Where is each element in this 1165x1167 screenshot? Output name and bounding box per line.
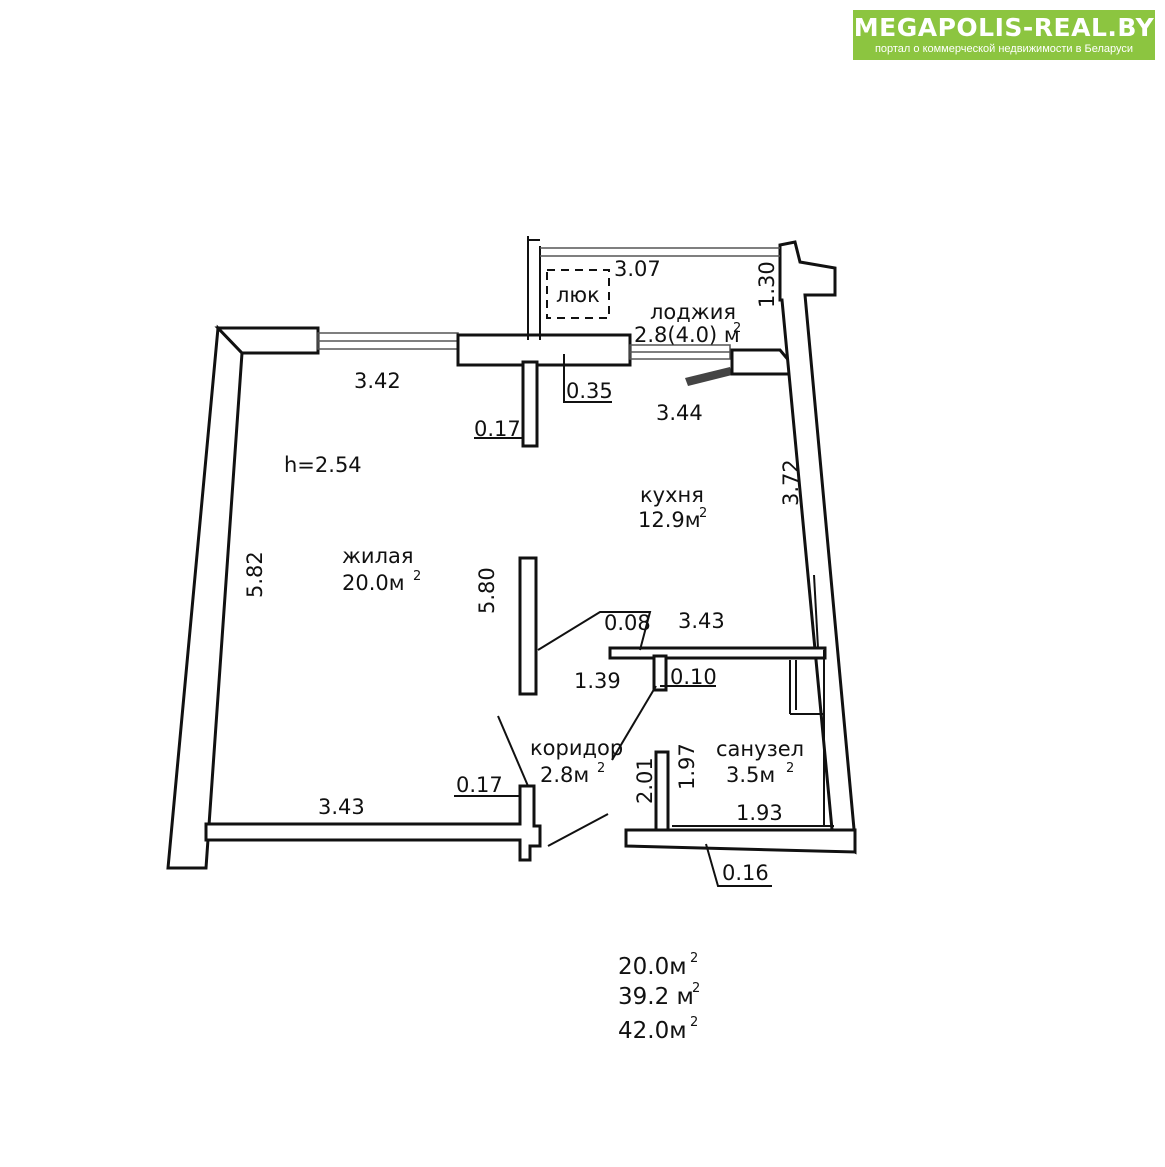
- room-loggia-sup: 2: [733, 321, 741, 336]
- wall-left: [166, 324, 244, 870]
- total-area-sup: 2: [692, 981, 700, 996]
- wall-bottom-bath: [624, 828, 857, 854]
- door-leaf: [685, 367, 732, 386]
- total-area-with-loggia: 42.0м: [618, 1018, 687, 1044]
- wall-top-left: [214, 326, 320, 355]
- brand-name: MEGAPOLIS-REAL.BY: [853, 13, 1155, 42]
- total-area-with-loggia-sup: 2: [690, 1015, 698, 1030]
- total-living-sup: 2: [690, 951, 698, 966]
- dim-living-top: 3.42: [354, 369, 401, 393]
- room-corridor-area: 2.8м: [540, 763, 589, 787]
- dim-wall-016: 0.16: [722, 861, 769, 885]
- total-area: 39.2 м: [618, 984, 694, 1010]
- partition-upper: [521, 360, 539, 448]
- wall-right: [778, 240, 857, 855]
- dim-bath-height: 1.97: [675, 743, 699, 790]
- dim-loggia-width: 3.07: [614, 257, 661, 281]
- wall-top-middle: [456, 333, 632, 367]
- leader-lines: [454, 354, 772, 887]
- hatch-outline: [546, 269, 610, 319]
- bath-interior: [672, 574, 834, 827]
- room-bathroom-area: 3.5м: [726, 763, 775, 787]
- dim-partition: 5.80: [475, 567, 499, 614]
- dim-kitchen-right: 3.72: [779, 459, 803, 506]
- room-loggia-name: лоджия: [650, 300, 736, 324]
- room-bathroom-name: санузел: [716, 737, 804, 761]
- dim-wall-010: 0.10: [670, 665, 717, 689]
- dim-kitchen-top: 3.44: [656, 401, 703, 425]
- dim-corridor-len: 2.01: [633, 757, 657, 804]
- dim-wall-017-top: 0.17: [474, 417, 521, 441]
- dim-living-left: 5.82: [243, 551, 267, 598]
- room-living-name: жилая: [342, 544, 414, 568]
- window-living: [317, 332, 459, 350]
- room-loggia-area: 2.8(4.0) м: [634, 323, 740, 347]
- total-living-area: 20.0м: [618, 954, 687, 980]
- ceiling-height: h=2.54: [284, 453, 362, 477]
- wall-bath-left: [654, 750, 670, 834]
- hatch-label: люк: [556, 283, 600, 307]
- dim-wall-035: 0.35: [566, 379, 613, 403]
- room-kitchen-area: 12.9м: [638, 508, 701, 532]
- dim-living-bottom: 3.43: [318, 795, 365, 819]
- wall-kitchen-bath: [608, 646, 827, 660]
- room-living-area: 20.0м: [342, 571, 405, 595]
- room-living-sup: 2: [413, 569, 421, 584]
- dim-bath-width: 1.93: [736, 801, 783, 825]
- balcony-door: [629, 344, 731, 360]
- wall-bottom-living: [204, 784, 542, 862]
- partition-middle: [518, 556, 538, 696]
- loggia: [527, 236, 780, 340]
- brand-logo: MEGAPOLIS-REAL.BY портал о коммерческой …: [853, 10, 1155, 60]
- entrance-door: [497, 715, 609, 847]
- dim-corridor-width: 1.39: [574, 669, 621, 693]
- dim-loggia-depth: 1.30: [755, 261, 779, 308]
- brand-tagline: портал о коммерческой недвижимости в Бел…: [874, 43, 1134, 55]
- dim-wall-008: 0.08: [604, 611, 651, 635]
- room-bathroom-sup: 2: [786, 761, 794, 776]
- room-kitchen-name: кухня: [640, 483, 704, 507]
- wall-corridor-bath-top: [652, 654, 668, 692]
- room-corridor-sup: 2: [597, 761, 605, 776]
- room-corridor-name: коридор: [530, 736, 623, 760]
- room-kitchen-sup: 2: [699, 506, 707, 521]
- dim-kitchen-bottom: 3.43: [678, 609, 725, 633]
- dim-wall-017-bottom: 0.17: [456, 773, 503, 797]
